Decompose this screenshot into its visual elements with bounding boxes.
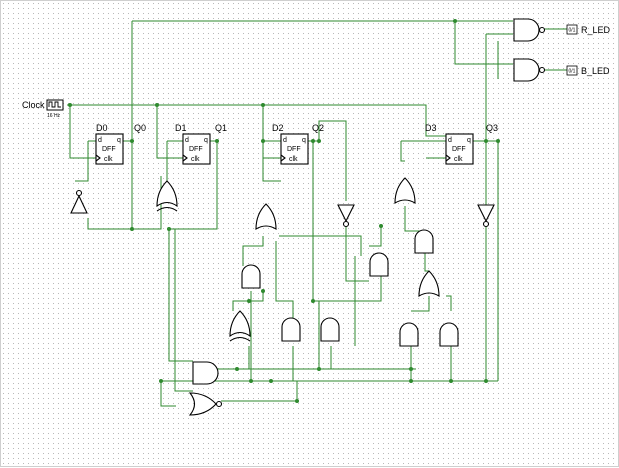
svg-text:clk: clk xyxy=(289,156,298,163)
svg-text:q: q xyxy=(467,137,471,144)
svg-text:0/1: 0/1 xyxy=(569,69,576,75)
svg-text:DFF: DFF xyxy=(452,146,466,153)
or-gate-d3[interactable] xyxy=(394,177,416,204)
svg-text:d: d xyxy=(185,137,189,144)
and-gate-bottom[interactable] xyxy=(192,361,219,385)
wires xyxy=(67,20,567,407)
flipflop-d1-label: D1 xyxy=(175,123,187,133)
q0-label: Q0 xyxy=(134,123,146,133)
nor-gate-bottom[interactable] xyxy=(188,392,223,416)
q3-label: Q3 xyxy=(486,123,498,133)
svg-text:DFF: DFF xyxy=(287,146,301,153)
output-b-led[interactable]: 0/1 B_LED xyxy=(566,65,610,76)
and-gate-3[interactable] xyxy=(320,317,340,342)
svg-text:clk: clk xyxy=(104,156,113,163)
or-gate-middle[interactable] xyxy=(418,270,440,297)
not-gate-d0[interactable] xyxy=(70,189,88,214)
nand-gate-r-led[interactable] xyxy=(513,18,546,42)
svg-text:q: q xyxy=(117,137,121,144)
q1-label: Q1 xyxy=(215,123,227,133)
flipflop-d2[interactable]: d q DFF clk D2 Q2 xyxy=(272,123,324,165)
not-gate-q2[interactable] xyxy=(337,204,355,228)
svg-text:q: q xyxy=(204,137,208,144)
clock-source[interactable]: Clock 16 Hz xyxy=(22,99,64,119)
svg-text:DFF: DFF xyxy=(189,146,203,153)
svg-text:DFF: DFF xyxy=(102,146,116,153)
and-gate-6[interactable] xyxy=(399,322,419,347)
flipflop-d3-label: D3 xyxy=(425,123,437,133)
and-gate-2[interactable] xyxy=(281,317,301,342)
and-gate-1[interactable] xyxy=(241,264,261,289)
r-led-label: R_LED xyxy=(581,25,611,35)
and-gate-5[interactable] xyxy=(414,229,434,254)
q2-label: Q2 xyxy=(312,123,324,133)
b-led-label: B_LED xyxy=(581,66,610,76)
flipflop-d1[interactable]: d q DFF clk D1 Q1 xyxy=(175,123,227,165)
flipflop-d3[interactable]: d q DFF clk D3 Q3 xyxy=(425,123,498,165)
svg-text:clk: clk xyxy=(191,156,200,163)
svg-text:d: d xyxy=(283,137,287,144)
not-gate-q3[interactable] xyxy=(477,204,495,228)
svg-text:clk: clk xyxy=(454,156,463,163)
xor-gate-lower[interactable] xyxy=(229,310,251,342)
wire-junctions xyxy=(68,19,500,403)
clock-label: Clock xyxy=(22,100,45,110)
output-r-led[interactable]: 0/1 R_LED xyxy=(566,24,611,35)
clock-wave-icon xyxy=(48,101,61,108)
or-gate-d2[interactable] xyxy=(255,203,277,230)
nand-gate-b-led[interactable] xyxy=(513,58,546,82)
flipflop-d0[interactable]: d q DFF clk D0 Q0 xyxy=(95,123,146,165)
clock-frequency: 16 Hz xyxy=(47,113,61,119)
svg-text:d: d xyxy=(448,137,452,144)
svg-text:0/1: 0/1 xyxy=(569,28,576,34)
svg-text:d: d xyxy=(98,137,102,144)
flipflop-d2-label: D2 xyxy=(272,123,284,133)
flipflop-d0-label: D0 xyxy=(96,123,108,133)
and-gate-7[interactable] xyxy=(439,322,459,347)
and-gate-4[interactable] xyxy=(369,252,389,277)
svg-text:q: q xyxy=(302,137,306,144)
xor-gate-d1[interactable] xyxy=(156,180,178,212)
